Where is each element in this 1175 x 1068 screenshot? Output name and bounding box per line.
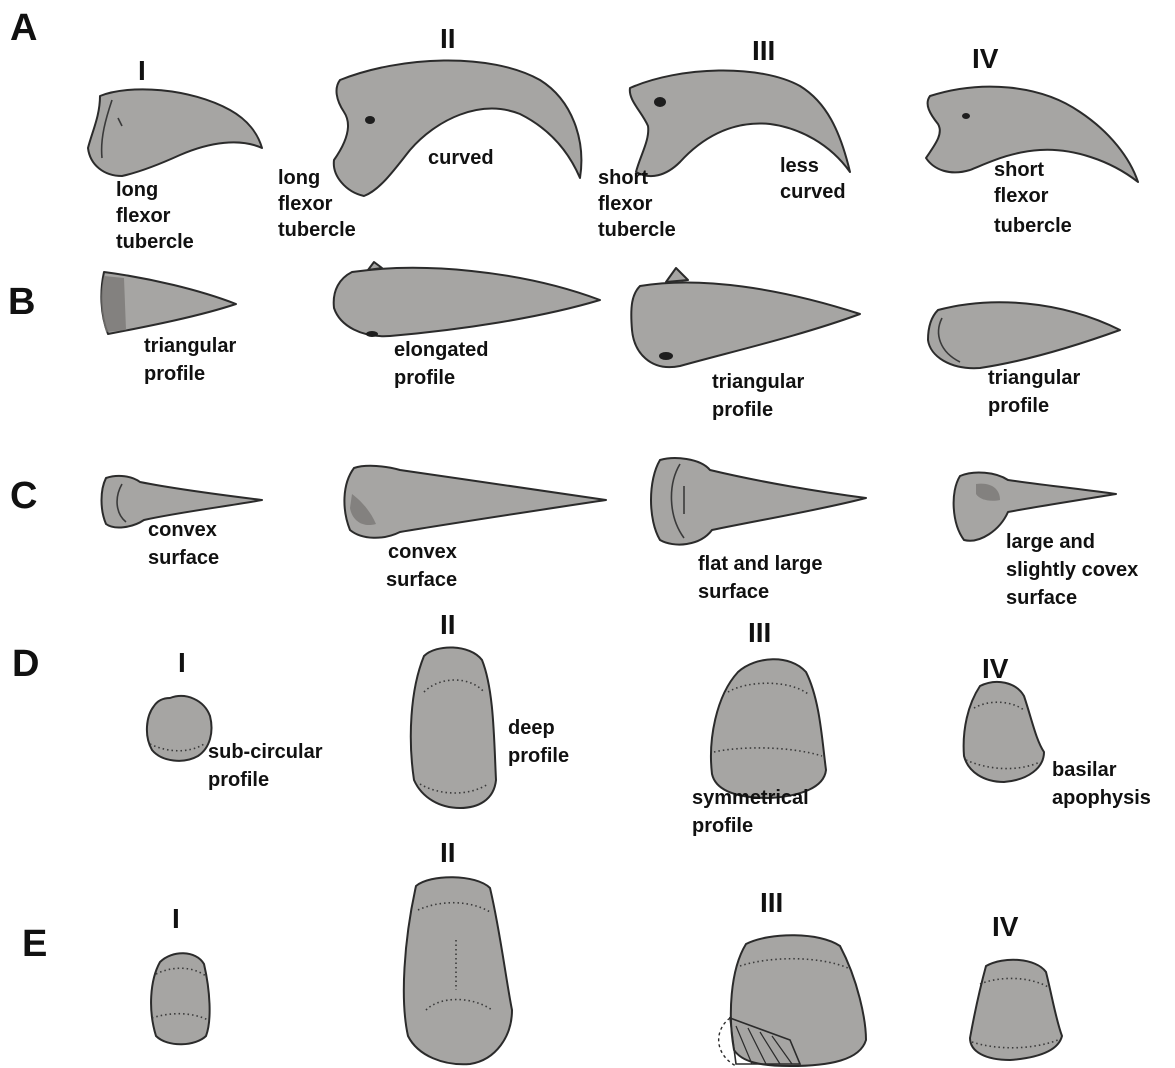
claw-1-distal [151,953,210,1044]
label-a-2-curved: curved [428,147,494,169]
label-d-4: basilar apophysis [1052,759,1151,809]
label-b-4: triangular profile [988,367,1080,417]
claw-4-distal [970,960,1062,1060]
svg-text:elongated: elongated [394,339,488,361]
svg-text:short: short [994,159,1044,181]
claw-1-proximal [147,696,212,761]
row-e: E I II III IV [22,837,1062,1066]
svg-text:less: less [780,155,819,177]
svg-text:profile: profile [208,769,269,791]
label-a-4: short flexor tubercle [994,159,1072,237]
row-a: A I II III IV long flexor tubercle [10,7,1138,253]
label-c-2: convex surface [386,541,457,591]
svg-text:slightly covex: slightly covex [1006,559,1138,581]
numeral-e-1: I [172,903,180,934]
svg-text:profile: profile [144,363,205,385]
numeral-a-2: II [440,23,456,54]
svg-text:convex: convex [148,519,217,541]
svg-text:flexor: flexor [994,185,1049,207]
svg-text:convex: convex [388,541,457,563]
numeral-d-4: IV [982,653,1009,684]
claw-4-dorsal [928,302,1120,368]
claw-2-distal [404,877,512,1064]
svg-text:flat and large: flat and large [698,553,822,575]
svg-text:surface: surface [386,569,457,591]
svg-text:triangular: triangular [988,367,1080,389]
svg-text:short: short [598,167,648,189]
claw-1-dorsal [101,272,236,334]
svg-text:tubercle: tubercle [598,219,676,241]
svg-text:surface: surface [148,547,219,569]
svg-text:long: long [278,167,320,189]
numeral-e-2: II [440,837,456,868]
svg-text:profile: profile [988,395,1049,417]
svg-text:tubercle: tubercle [994,215,1072,237]
svg-text:sub-circular: sub-circular [208,741,323,763]
svg-text:triangular: triangular [712,371,804,393]
row-letter-a: A [10,7,37,49]
svg-text:curved: curved [780,181,846,203]
label-c-3: flat and large surface [698,553,822,603]
svg-text:flexor: flexor [278,193,333,215]
row-b: B triangular profile elongated profile [8,262,1120,421]
label-c-4: large and slightly covex surface [1006,531,1138,609]
label-a-3-curved: less curved [780,155,846,203]
label-b-1: triangular profile [144,335,236,385]
svg-text:profile: profile [394,367,455,389]
svg-text:surface: surface [1006,587,1077,609]
row-letter-b: B [8,281,35,323]
claw-3-ventral [651,458,866,544]
numeral-e-3: III [760,887,783,918]
label-d-1: sub-circular profile [208,741,323,791]
svg-text:deep: deep [508,717,555,739]
svg-text:curved: curved [428,147,494,169]
svg-text:profile: profile [508,745,569,767]
svg-text:flexor: flexor [598,193,653,215]
svg-text:profile: profile [692,815,753,837]
svg-text:symmetrical: symmetrical [692,787,809,809]
row-letter-c: C [10,475,37,517]
claw-2-proximal [411,647,496,808]
claw-3-dorsal [631,268,860,367]
label-b-2: elongated profile [394,339,488,389]
svg-text:profile: profile [712,399,773,421]
svg-text:long: long [116,179,158,201]
numeral-d-3: III [748,617,771,648]
label-b-3: triangular profile [712,371,804,421]
row-letter-e: E [22,923,47,965]
numeral-a-1: I [138,55,146,86]
label-a-3-tubercle: short flexor tubercle [598,167,676,241]
row-c: C convex surface convex surface flat and [10,458,1138,609]
numeral-a-3: III [752,35,775,66]
claw-3-proximal [711,659,826,798]
claw-1-lateral [88,89,262,176]
claw-2-ventral [344,466,606,538]
svg-text:tubercle: tubercle [278,219,356,241]
svg-text:apophysis: apophysis [1052,787,1151,809]
svg-text:triangular: triangular [144,335,236,357]
claw-2-lateral [334,60,582,196]
claw-3-distal [719,935,866,1066]
label-c-1: convex surface [148,519,219,569]
row-letter-d: D [12,643,39,685]
numeral-e-4: IV [992,911,1019,942]
numeral-d-1: I [178,647,186,678]
numeral-a-4: IV [972,43,999,74]
label-a-1: long flexor tubercle [116,179,194,253]
svg-text:tubercle: tubercle [116,231,194,253]
label-d-3: symmetrical profile [692,787,809,837]
svg-text:large and: large and [1006,531,1095,553]
label-d-2: deep profile [508,717,569,767]
claw-2-dorsal [334,262,600,337]
svg-text:basilar: basilar [1052,759,1117,781]
numeral-d-2: II [440,609,456,640]
row-d: D I II III IV sub-circular profile [12,609,1151,837]
svg-text:flexor: flexor [116,205,171,227]
svg-text:surface: surface [698,581,769,603]
claw-4-proximal [964,682,1044,782]
